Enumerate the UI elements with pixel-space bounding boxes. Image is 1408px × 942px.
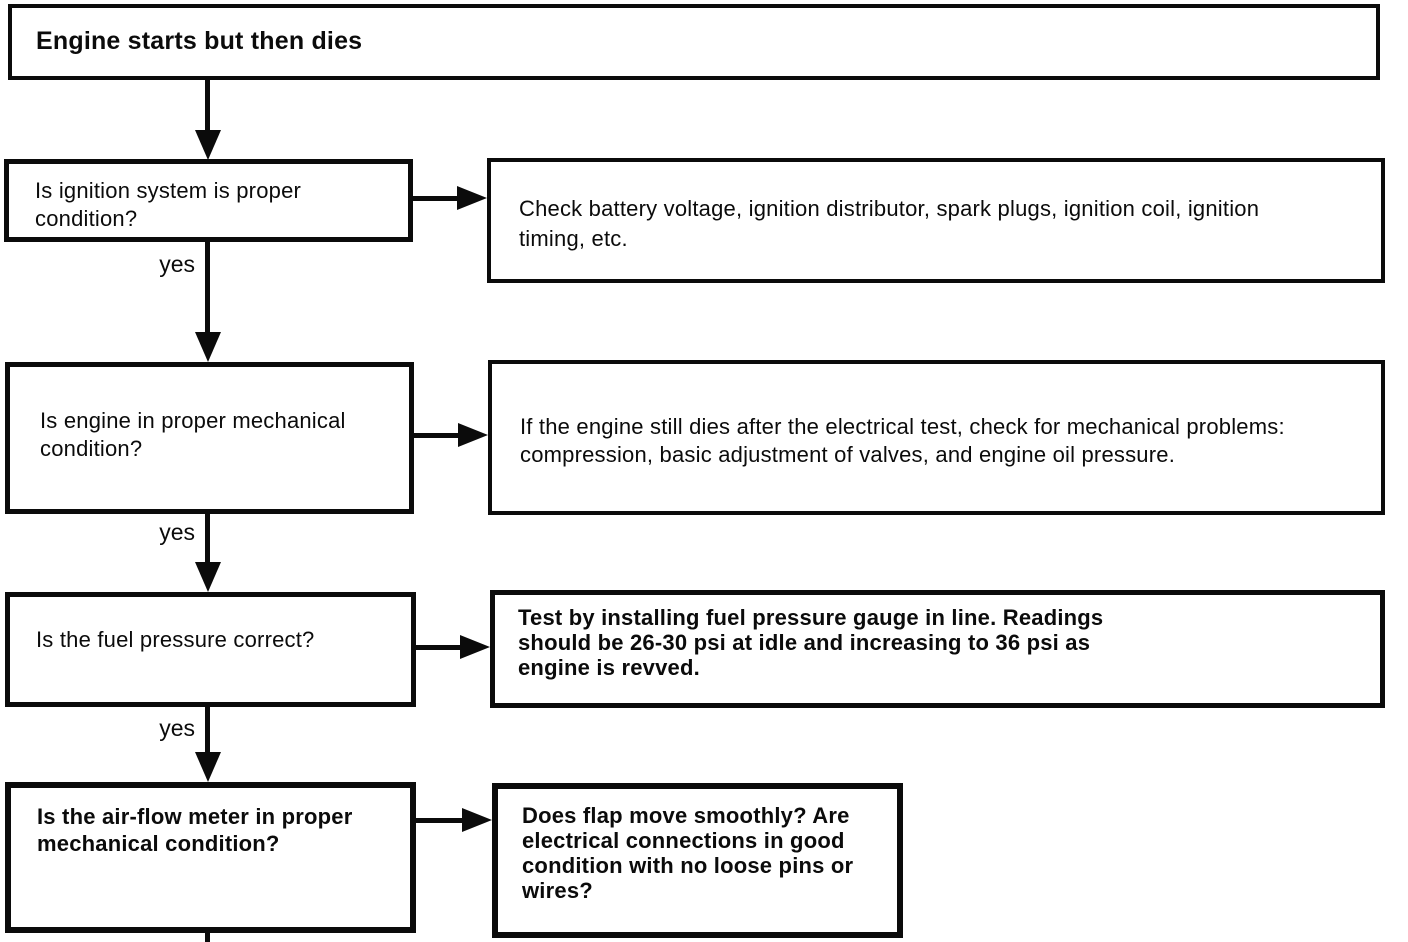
start-box-label: Engine starts but then dies: [36, 27, 363, 55]
connector-line-ignition-to-engine: [205, 241, 210, 334]
decision-engine-mechanical-box: Is engine in proper mechanical condition…: [5, 362, 414, 514]
arrow-right-icon-3: [460, 635, 490, 659]
start-box: Engine starts but then dies: [8, 4, 1380, 80]
connector-line-ignition-to-action: [413, 196, 459, 201]
action-airflow-meter-box: Does flap move smoothly? Are electrical …: [492, 783, 903, 938]
action-engine-mechanical-box: If the engine still dies after the elect…: [488, 360, 1385, 515]
decision-fuel-pressure-label: Is the fuel pressure correct?: [36, 627, 315, 652]
arrow-right-icon-2: [458, 423, 488, 447]
yes-label-1: yes: [159, 251, 195, 277]
arrow-down-icon-4: [195, 752, 221, 782]
action-fuel-pressure-label: Test by installing fuel pressure gauge i…: [518, 605, 1104, 680]
decision-airflow-meter-label: Is the air-flow meter in proper mechanic…: [37, 804, 353, 856]
arrow-down-icon-1: [195, 130, 221, 160]
decision-engine-mechanical-label: Is engine in proper mechanical condition…: [40, 408, 346, 461]
decision-ignition-label: Is ignition system is proper condition?: [35, 178, 302, 231]
connector-line-engine-to-fuel: [205, 514, 210, 564]
action-engine-mechanical-label: If the engine still dies after the elect…: [520, 414, 1285, 467]
action-ignition-box: Check battery voltage, ignition distribu…: [487, 158, 1385, 283]
action-airflow-meter-label: Does flap move smoothly? Are electrical …: [522, 803, 854, 903]
connector-line-fuel-to-action: [416, 645, 462, 650]
connector-line-airflow-to-action: [416, 818, 464, 823]
arrow-right-icon-4: [462, 808, 492, 832]
arrow-down-icon-2: [195, 332, 221, 362]
connector-line-start-to-ignition: [205, 80, 210, 132]
connector-line-airflow-continues: [205, 933, 210, 942]
connector-line-fuel-to-airflow: [205, 707, 210, 754]
action-ignition-label: Check battery voltage, ignition distribu…: [519, 196, 1260, 251]
connector-line-engine-to-action: [414, 433, 460, 438]
decision-fuel-pressure-box: Is the fuel pressure correct?: [5, 592, 416, 707]
decision-airflow-meter-box: Is the air-flow meter in proper mechanic…: [5, 782, 416, 933]
arrow-right-icon-1: [457, 186, 487, 210]
action-fuel-pressure-box: Test by installing fuel pressure gauge i…: [490, 590, 1385, 708]
yes-label-2: yes: [159, 519, 195, 545]
yes-label-3: yes: [159, 715, 195, 741]
decision-ignition-box: Is ignition system is proper condition?: [4, 159, 413, 242]
arrow-down-icon-3: [195, 562, 221, 592]
